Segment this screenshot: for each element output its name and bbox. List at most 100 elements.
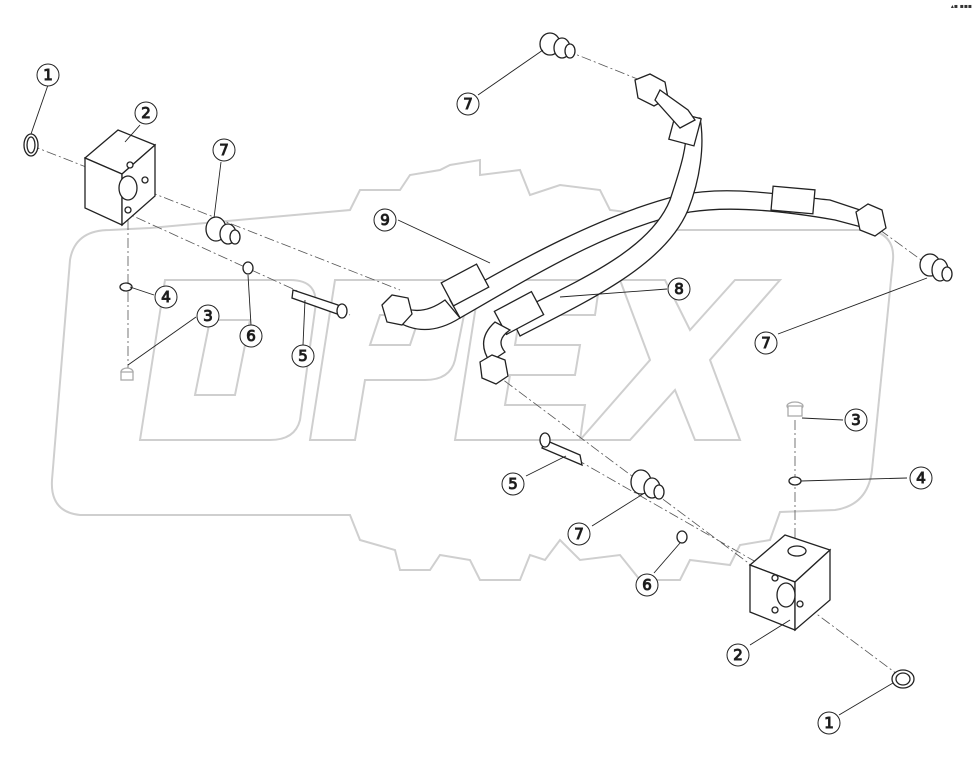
callout-7-right: 7	[754, 331, 778, 355]
hose-8-elbow	[483, 321, 512, 363]
centerline-lower-main	[489, 369, 906, 681]
centerline-left-bolt	[119, 209, 351, 316]
flange-block-2-right-side	[794, 548, 831, 632]
svg-text:6: 6	[642, 576, 652, 594]
leader-c4b	[800, 477, 908, 482]
leader-c7a	[213, 161, 222, 219]
fitting-7-left	[205, 216, 241, 245]
callout-4-left: 4	[154, 285, 178, 309]
oring-1-left-inner	[26, 136, 36, 154]
svg-text:4: 4	[916, 469, 926, 487]
svg-text:3: 3	[203, 307, 213, 325]
leader-c7b	[477, 49, 544, 96]
callout-8: 8	[667, 277, 691, 301]
left-assembly	[23, 129, 348, 381]
hose-8-top-neck	[654, 89, 696, 129]
hose-9-body	[449, 190, 866, 319]
hose-8-nut-bottom	[479, 354, 509, 385]
bolt-5-lower	[539, 432, 583, 467]
flange-block-2-right	[748, 534, 832, 632]
svg-text:9: 9	[380, 211, 390, 229]
corner-mark: ▴▪ ▪▪▪	[950, 3, 972, 10]
svg-text:5: 5	[508, 475, 518, 493]
leader-c1b	[838, 682, 894, 716]
hose-8	[479, 73, 703, 385]
callout-2-lower: 2	[726, 643, 750, 667]
leader-c3a	[127, 316, 197, 366]
leader-c2b	[749, 619, 791, 646]
callout-1-top-left: 1	[36, 63, 60, 87]
leader-c1a	[30, 84, 49, 135]
washer-6-left	[242, 261, 254, 275]
svg-text:7: 7	[761, 334, 771, 352]
flange-block-2-right-port-front	[776, 582, 796, 608]
leader-c6a	[247, 274, 252, 326]
callout-7-lower: 7	[567, 522, 591, 546]
leader-c5a	[302, 299, 306, 346]
callout-7-left: 7	[212, 138, 236, 162]
oring-4-right	[788, 476, 802, 486]
leader-c3b	[801, 417, 844, 421]
callout-9: 9	[373, 208, 397, 232]
callout-2-top-left: 2	[134, 101, 158, 125]
centerline-lower-bolt	[559, 449, 771, 571]
fitting-7-top	[539, 32, 576, 59]
leader-c5b	[525, 455, 567, 477]
svg-text:8: 8	[674, 280, 684, 298]
flange-block-2-left-port	[118, 175, 138, 201]
right-assembly	[539, 401, 915, 689]
fitting-7-right	[919, 253, 953, 282]
callout-3-left: 3	[196, 304, 220, 328]
svg-text:2: 2	[141, 104, 151, 122]
washer-6-lower	[676, 530, 688, 544]
svg-text:5: 5	[298, 347, 308, 365]
leader-c6b	[653, 542, 681, 574]
callout-6-left: 6	[239, 324, 263, 348]
leader-c4a	[129, 286, 155, 296]
svg-text:7: 7	[463, 95, 473, 113]
fitting-7-left-end	[229, 229, 241, 245]
hose-9-nut-left	[381, 294, 413, 326]
fitting-7-lower	[630, 469, 665, 500]
callout-7-top: 7	[456, 92, 480, 116]
plug-3-left	[120, 367, 134, 381]
callout-5-left: 5	[291, 344, 315, 368]
leader-c7c	[777, 277, 928, 335]
bolt-5-left	[291, 289, 348, 319]
hose-9-ferrule-right	[770, 185, 816, 215]
hose-8-ferrule-lower	[493, 290, 545, 336]
leader-c9	[397, 219, 491, 264]
callout-1-lower: 1	[817, 711, 841, 735]
centerline-top-right	[564, 49, 641, 81]
hose-9-ferrule-left	[440, 263, 490, 307]
oring-1-right-inner	[895, 672, 911, 686]
flange-block-2-left-bolt-hole-1	[126, 161, 134, 169]
hose-9	[381, 185, 887, 331]
leader-c2a	[124, 124, 141, 143]
svg-text:7: 7	[574, 525, 584, 543]
flange-block-2-left-bolt-hole-3	[124, 206, 132, 214]
leader-c7d	[591, 493, 644, 527]
flange-block-2-right-port-top	[787, 545, 807, 557]
hose-9-nut-right	[855, 203, 887, 237]
svg-text:1: 1	[824, 714, 834, 732]
callout-6-lower: 6	[635, 573, 659, 597]
svg-text:6: 6	[246, 327, 256, 345]
flange-block-2-left-side	[121, 143, 156, 227]
leader-lines	[30, 49, 928, 716]
flange-block-2-left-bolt-hole-2	[141, 176, 149, 184]
callouts: 1 2 7 7 9 4 3 6 5 8 7 3 4 5 7 6 2 1	[36, 63, 933, 735]
oring-4-left	[119, 282, 133, 292]
hose-9-elbow	[394, 299, 461, 331]
watermark	[50, 158, 895, 581]
svg-text:4: 4	[161, 288, 171, 306]
callout-3-right: 3	[844, 408, 868, 432]
svg-text:1: 1	[43, 66, 53, 84]
leader-c8	[559, 288, 668, 298]
callout-5-lower: 5	[501, 472, 525, 496]
svg-text:2: 2	[733, 646, 743, 664]
svg-text:3: 3	[851, 411, 861, 429]
callout-4-right: 4	[909, 466, 933, 490]
flange-block-2-left	[83, 129, 157, 227]
